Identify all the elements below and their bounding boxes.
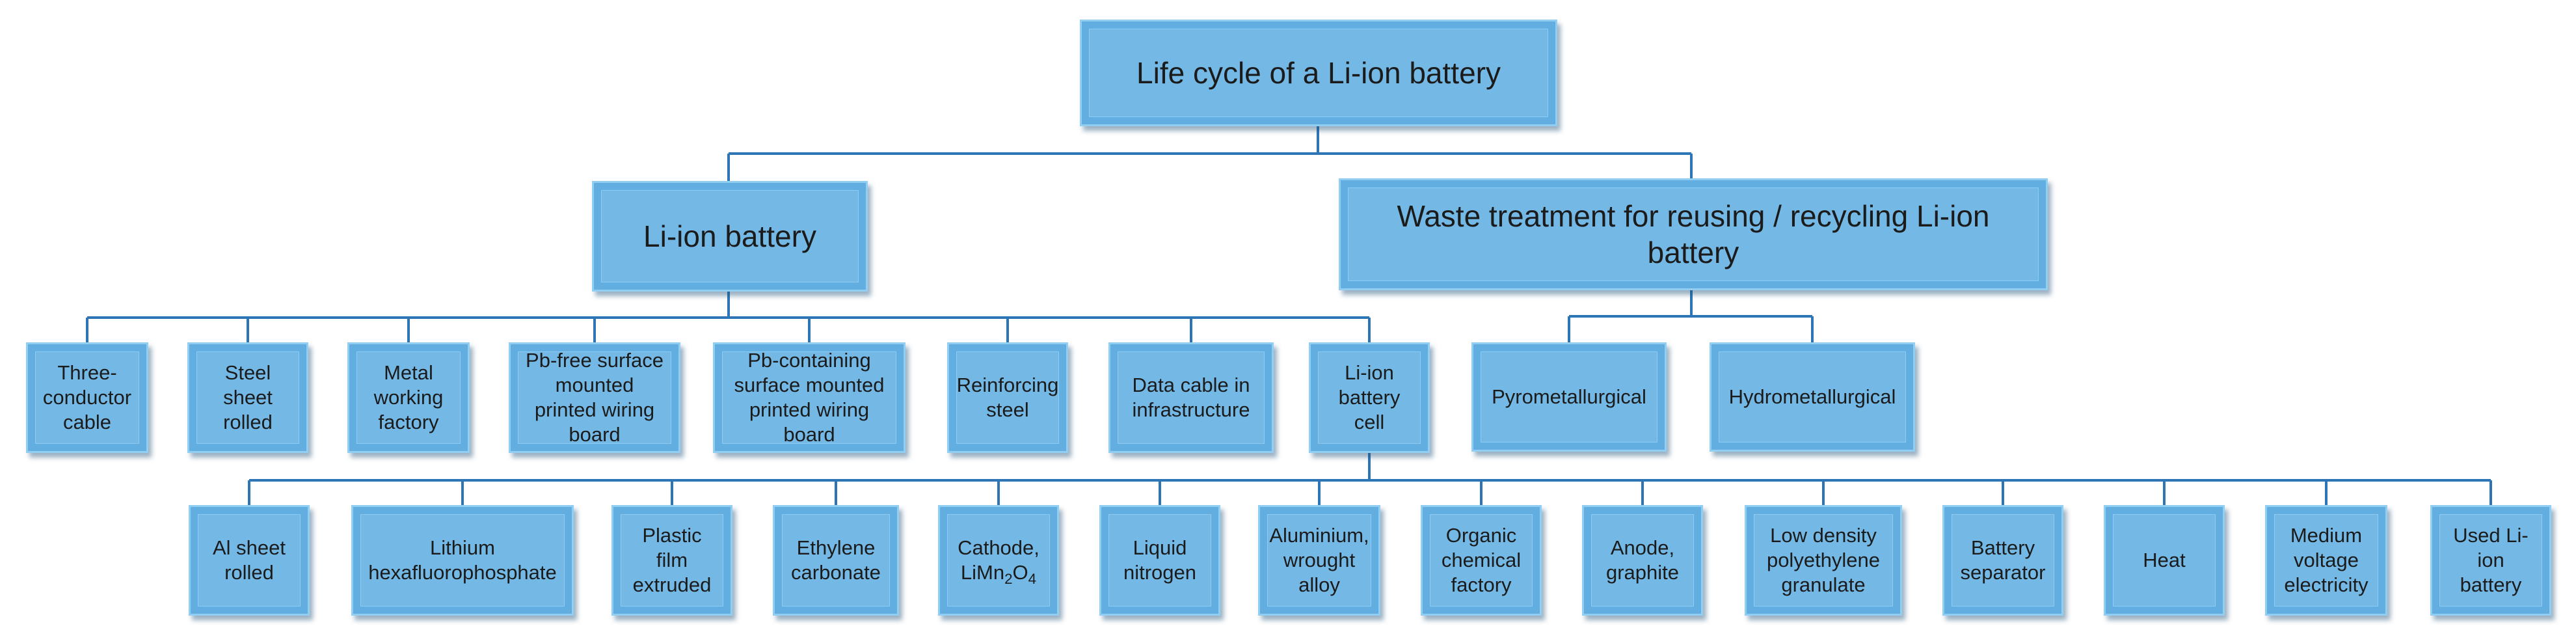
component-three-conductor-cable: Three-conductor cable [26,342,148,453]
component-pb-free-wiring-board: Pb-free surface mounted printed wiring b… [509,342,680,453]
material-medium-voltage-electricity: Medium voltage electricity [2265,505,2387,616]
material-anode-graphite: Anode, graphite [1582,505,1703,616]
component-li-ion-battery-cell: Li-ion battery cell [1309,342,1430,453]
cathode-label: Cathode,LiMn2O4 [958,536,1040,588]
root-node: Life cycle of a Li-ion battery [1080,20,1557,126]
material-organic-chemical-factory: Organic chemical factory [1421,505,1542,616]
component-metal-working-factory: Metal working factory [347,342,470,453]
material-heat: Heat [2104,505,2225,616]
root-label: Life cycle of a Li-ion battery [1136,55,1501,90]
material-plastic-film-extruded: Plastic film extruded [611,505,732,616]
waste-treatment-node: Waste treatment for reusing / recycling … [1339,178,2048,290]
material-ethylene-carbonate: Ethylene carbonate [773,505,899,616]
li-ion-battery-label: Li-ion battery [643,219,816,253]
method-hydrometallurgical: Hydrometallurgical [1710,342,1915,452]
material-aluminium-wrought-alloy: Aluminium, wrought alloy [1258,505,1380,616]
component-data-cable: Data cable in infrastructure [1108,342,1274,453]
component-steel-sheet-rolled: Steel sheet rolled [187,342,308,453]
material-cathode-limn2o4: Cathode,LiMn2O4 [938,505,1059,616]
material-lithium-hexafluorophosphate: Lithium hexafluorophosphate [351,505,574,616]
material-ldpe-granulate: Low density polyethylene granulate [1745,505,1902,616]
method-pyrometallurgical: Pyrometallurgical [1471,342,1667,452]
component-pb-containing-wiring-board: Pb-containing surface mounted printed wi… [713,342,906,453]
material-al-sheet-rolled: Al sheet rolled [189,505,310,616]
waste-treatment-label: Waste treatment for reusing / recycling … [1397,198,1990,269]
li-ion-battery-node: Li-ion battery [592,181,868,292]
material-battery-separator: Battery separator [1942,505,2063,616]
material-used-li-ion-battery: Used Li-ion battery [2430,505,2551,616]
component-reinforcing-steel: Reinforcing steel [947,342,1068,453]
material-liquid-nitrogen: Liquid nitrogen [1099,505,1220,616]
